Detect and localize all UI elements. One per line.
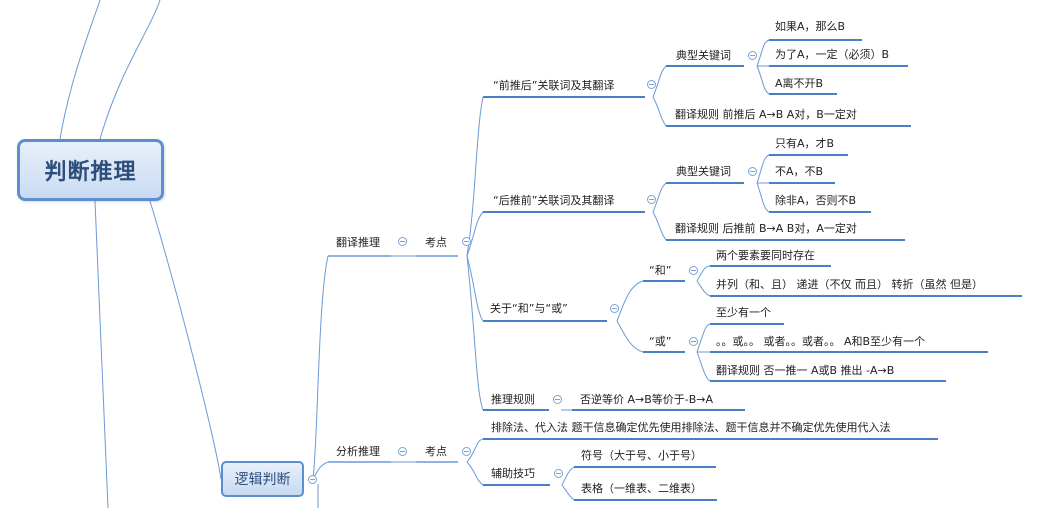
collapse-toggle-icon[interactable]: [647, 195, 656, 204]
collapse-toggle-icon[interactable]: [748, 167, 757, 176]
node-fanyi-guize[interactable]: 翻译规则 前推后 A→B A对，B一定对: [675, 108, 857, 121]
node-kaodian[interactable]: 考点: [425, 236, 447, 249]
node-keyword[interactable]: 除非A，否则不B: [775, 194, 857, 207]
collapse-toggle-icon[interactable]: [689, 266, 698, 275]
node-huo[interactable]: “或”: [649, 335, 672, 348]
node-dianxing-guanjianci[interactable]: 典型关键词: [676, 49, 731, 62]
node-he-yu-huo[interactable]: 关于“和”与“或”: [490, 302, 568, 315]
branch-topic-logic[interactable]: 逻辑判断: [221, 461, 304, 497]
node-fanyi-guize[interactable]: 翻译规则 后推前 B→A B对，A一定对: [675, 222, 857, 235]
collapse-toggle-icon[interactable]: [554, 469, 563, 478]
node-he-detail[interactable]: 两个要素要同时存在: [716, 249, 815, 262]
collapse-toggle-icon[interactable]: [610, 304, 619, 313]
node-keyword[interactable]: 为了A，一定（必须）B: [775, 48, 890, 61]
node-paichu-dairu[interactable]: 排除法、代入法 题干信息确定优先使用排除法、题干信息并不确定优先使用代入法: [491, 421, 891, 434]
node-keyword[interactable]: 只有A，才B: [775, 137, 835, 150]
root-topic[interactable]: 判断推理: [17, 139, 164, 201]
node-hou-tui-qian[interactable]: “后推前”关联词及其翻译: [493, 194, 615, 207]
node-fuhao[interactable]: 符号（大于号、小于号）: [581, 449, 702, 462]
node-keyword[interactable]: 如果A，那么B: [775, 20, 846, 33]
node-he-detail[interactable]: 并列（和、且） 递进（不仅 而且） 转折（虽然 但是）: [716, 278, 983, 291]
node-kaodian[interactable]: 考点: [425, 445, 447, 458]
collapse-toggle-icon[interactable]: [462, 447, 471, 456]
collapse-toggle-icon[interactable]: [689, 337, 698, 346]
node-tuili-guize[interactable]: 推理规则: [491, 393, 535, 406]
node-dianxing-guanjianci[interactable]: 典型关键词: [676, 165, 731, 178]
node-keyword[interactable]: 不A，不B: [775, 165, 824, 178]
collapse-toggle-icon[interactable]: [462, 237, 471, 246]
node-qian-tui-hou[interactable]: “前推后”关联词及其翻译: [493, 79, 615, 92]
node-fenxi-tuili[interactable]: 分析推理: [336, 445, 380, 458]
collapse-toggle-icon[interactable]: [398, 447, 407, 456]
collapse-toggle-icon[interactable]: [553, 395, 562, 404]
node-fuzhu-jiqiao[interactable]: 辅助技巧: [491, 467, 535, 480]
collapse-toggle-icon[interactable]: [748, 51, 757, 60]
collapse-toggle-icon[interactable]: [398, 237, 407, 246]
node-huo-detail[interactable]: 翻译规则 否一推一 A或B 推出 -A→B: [716, 364, 895, 377]
node-he[interactable]: “和”: [649, 264, 672, 277]
collapse-toggle-icon[interactable]: [308, 475, 317, 484]
node-fanyi-tuili[interactable]: 翻译推理: [336, 236, 380, 249]
collapse-toggle-icon[interactable]: [647, 80, 656, 89]
node-huo-detail[interactable]: 至少有一个: [716, 306, 771, 319]
node-huo-detail[interactable]: 。。或。。 或者。。或者。。 A和B至少有一个: [716, 335, 926, 348]
node-biaoge[interactable]: 表格（一维表、二维表）: [581, 482, 702, 495]
node-keyword[interactable]: A离不开B: [775, 77, 824, 90]
node-tuili-value[interactable]: 否逆等价 A→B等价于-B→A: [580, 393, 714, 406]
